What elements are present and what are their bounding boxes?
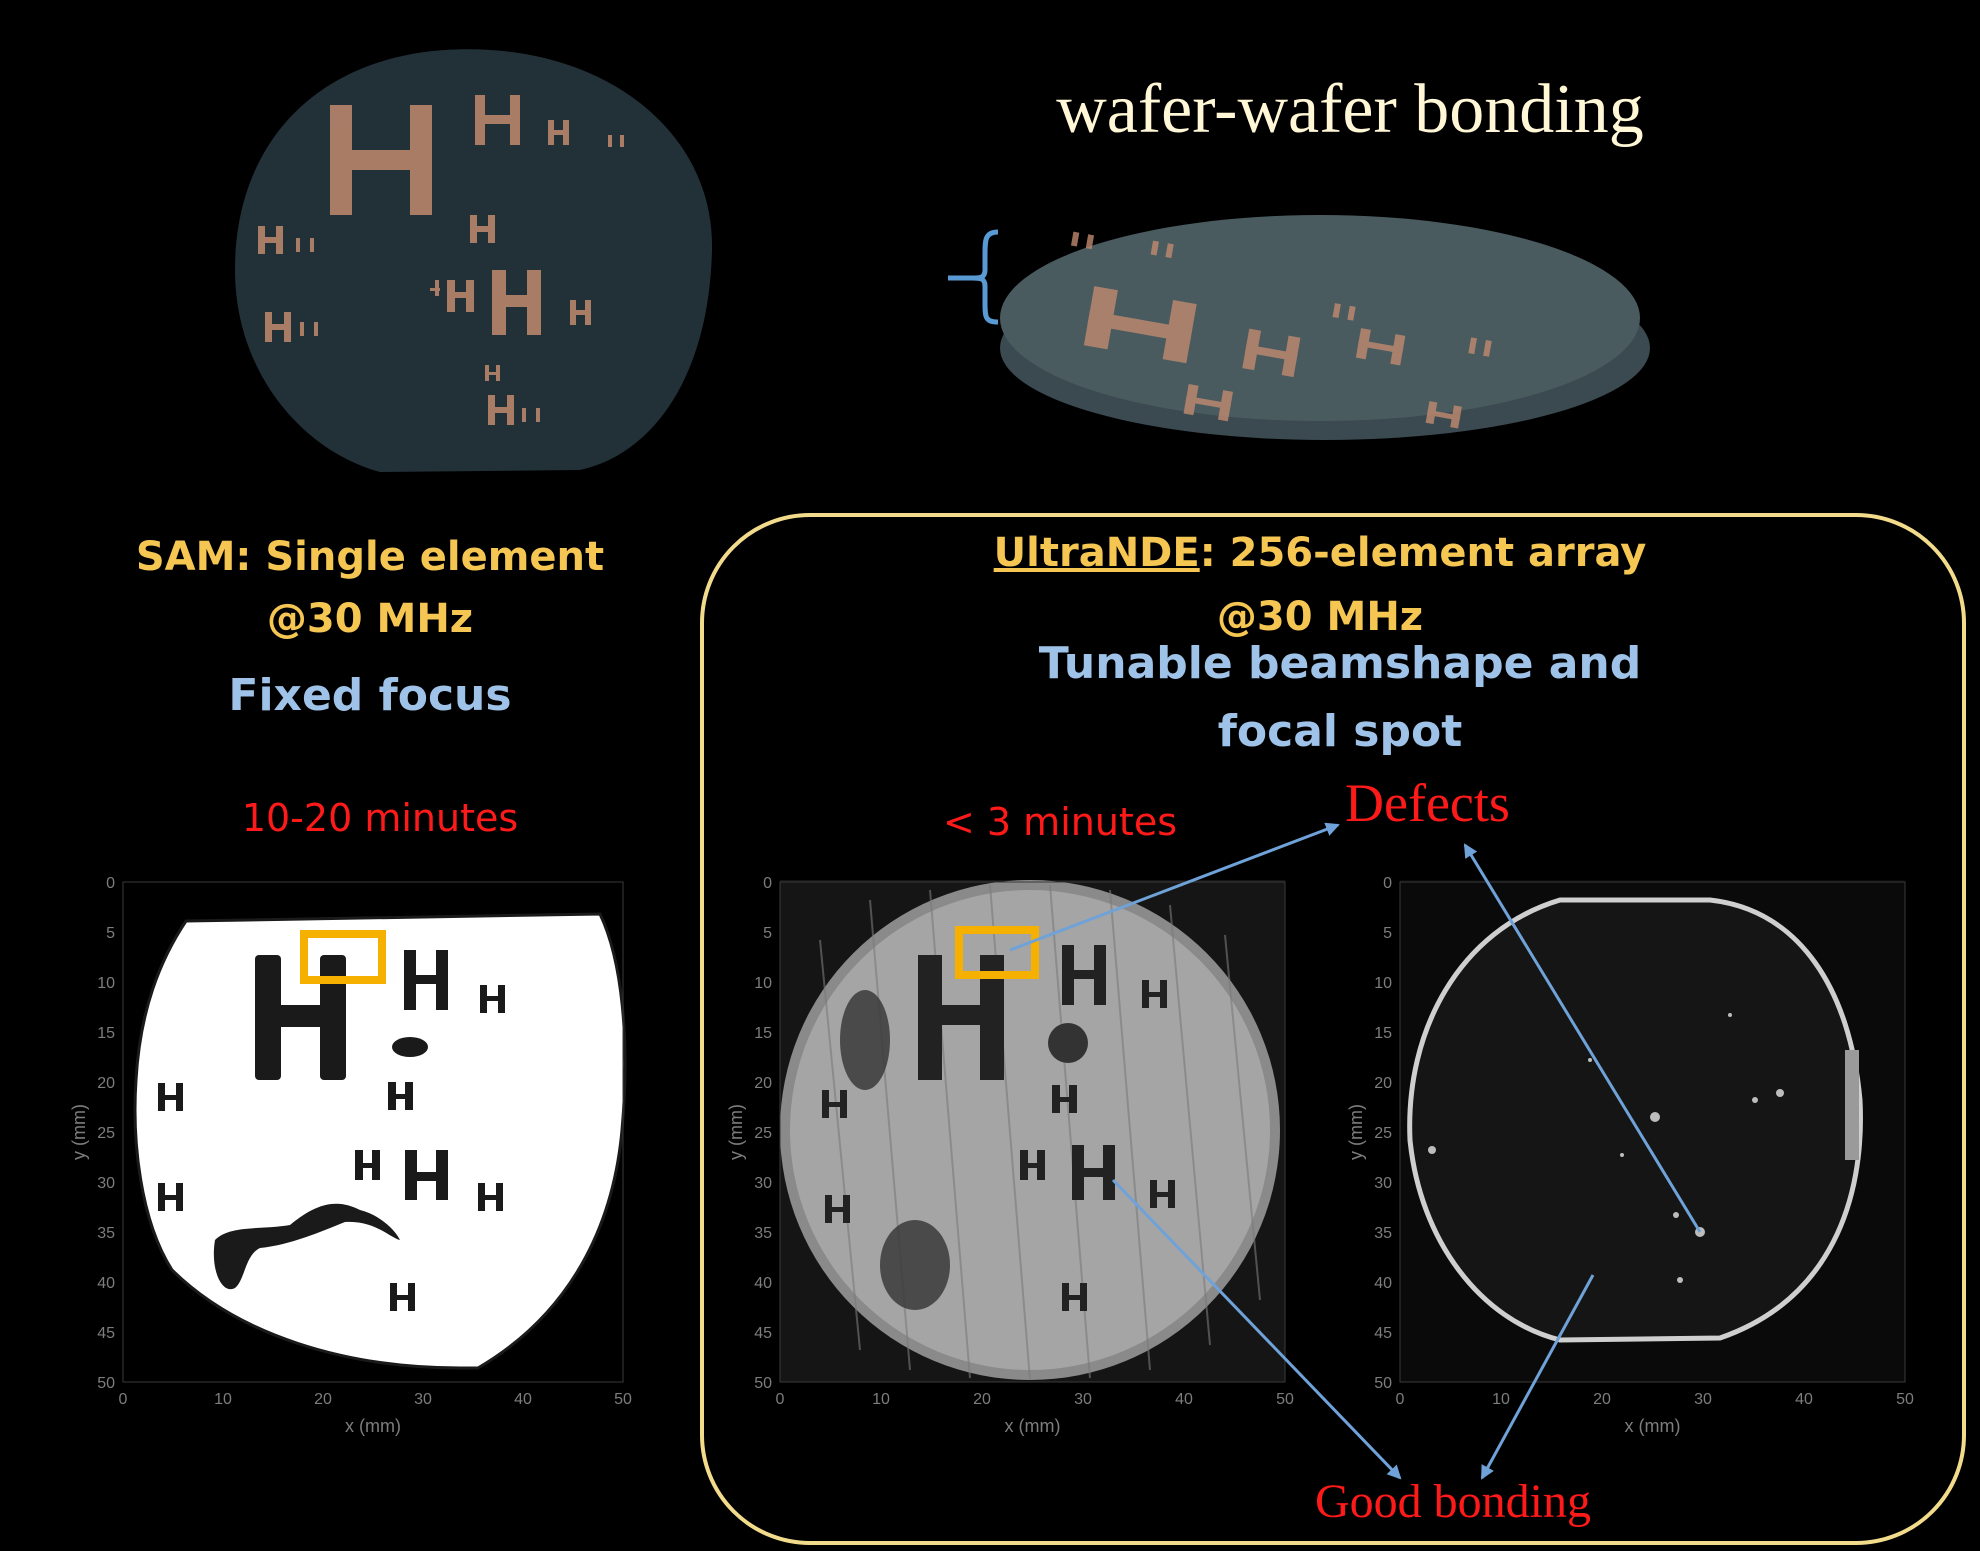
sam-y-label: y (mm) — [69, 1104, 89, 1160]
defect-map-y-tick: 50 — [1374, 1375, 1392, 1392]
defect-map-y-tick: 35 — [1374, 1225, 1392, 1242]
ultrande-title-rest: : 256-element array — [1199, 530, 1647, 576]
defect-map-x-tick: 40 — [1795, 1391, 1813, 1408]
sam-x-tick: 0 — [119, 1391, 128, 1408]
ultrande-scan-image — [780, 880, 1285, 1382]
ultrande-x-tick: 50 — [1276, 1391, 1294, 1408]
defect-map-x-tick: 50 — [1896, 1391, 1914, 1408]
ultrande-y-tick: 50 — [754, 1375, 772, 1392]
defect-map-y-tick: 5 — [1383, 925, 1392, 942]
sam-focus-label: Fixed focus — [228, 670, 512, 721]
ultrande-title-line2: @30 MHz — [1216, 594, 1424, 640]
defect-map-y-tick: 20 — [1374, 1075, 1392, 1092]
defect-map-x-tick: 10 — [1492, 1391, 1510, 1408]
ultrande-beam-line1: Tunable beamshape and — [1038, 638, 1642, 689]
defects-label: Defects — [1345, 773, 1510, 833]
sam-y-tick: 40 — [97, 1275, 115, 1292]
ultrande-y-tick: 20 — [754, 1075, 772, 1092]
sam-y-tick: 5 — [106, 925, 115, 942]
ultrande-y-tick: 5 — [763, 925, 772, 942]
sam-y-tick: 0 — [106, 875, 115, 892]
sam-y-tick: 30 — [97, 1175, 115, 1192]
sam-y-tick: 25 — [97, 1125, 115, 1142]
defect-map-y-tick: 10 — [1374, 975, 1392, 992]
defect-map-x-tick: 20 — [1593, 1391, 1611, 1408]
sam-x-tick: 50 — [614, 1391, 632, 1408]
defect-map-x-label: x (mm) — [1625, 1416, 1681, 1436]
sam-y-tick: 45 — [97, 1325, 115, 1342]
sam-y-tick: 50 — [97, 1375, 115, 1392]
ultrande-x-tick: 40 — [1175, 1391, 1193, 1408]
ultrande-y-tick: 45 — [754, 1325, 772, 1342]
sam-x-tick: 20 — [314, 1391, 332, 1408]
ultrande-x-tick: 20 — [973, 1391, 991, 1408]
ultrande-y-tick: 0 — [763, 875, 772, 892]
sam-y-tick: 20 — [97, 1075, 115, 1092]
defect-map-y-tick: 30 — [1374, 1175, 1392, 1192]
defect-map-y-tick: 45 — [1374, 1325, 1392, 1342]
sam-y-tick: 15 — [97, 1025, 115, 1042]
ultrande-y-tick: 35 — [754, 1225, 772, 1242]
sam-scan-image — [133, 912, 627, 1370]
good-bonding-label: Good bonding — [1315, 1475, 1591, 1528]
defect-map-y-label: y (mm) — [1346, 1104, 1366, 1160]
sam-axes-box — [122, 881, 624, 1383]
sam-x-tick: 40 — [514, 1391, 532, 1408]
sam-x-tick: 10 — [214, 1391, 232, 1408]
good-bonding-arrow-1 — [1111, 1178, 1402, 1480]
ultrande-y-tick: 25 — [754, 1125, 772, 1142]
ultrande-x-tick: 0 — [776, 1391, 785, 1408]
ultrande-time-label: < 3 minutes — [943, 800, 1177, 844]
defect-map-axes-box — [1399, 881, 1906, 1383]
ultrande-x-tick: 10 — [872, 1391, 890, 1408]
ultrande-axes-box — [779, 881, 1286, 1383]
defect-map-x-tick: 30 — [1694, 1391, 1712, 1408]
ultrande-frame — [700, 513, 1966, 1545]
defect-map-y-tick: 40 — [1374, 1275, 1392, 1292]
ultrande-x-tick: 30 — [1074, 1391, 1092, 1408]
ultrande-x-label: x (mm) — [1005, 1416, 1061, 1436]
defect-map-y-tick: 25 — [1374, 1125, 1392, 1142]
defect-map-y-tick: 15 — [1374, 1025, 1392, 1042]
ultrande-y-tick: 40 — [754, 1275, 772, 1292]
ultrande-name: UltraNDE — [993, 530, 1200, 576]
sam-title-line1: SAM: Single element — [135, 534, 605, 580]
defect-map-y-tick: 0 — [1383, 875, 1392, 892]
single-wafer-image — [235, 49, 713, 472]
sam-title-line2: @30 MHz — [266, 596, 474, 642]
sam-time-label: 10-20 minutes — [241, 796, 519, 840]
ultrande-y-tick: 10 — [754, 975, 772, 992]
ultrande-beam-line2: focal spot — [1217, 706, 1463, 757]
annotation-arrows — [1009, 822, 1702, 1480]
sam-x-label: x (mm) — [345, 1416, 401, 1436]
sam-x-tick: 30 — [414, 1391, 432, 1408]
page-title: wafer-wafer bonding — [1056, 71, 1644, 148]
ultrande-y-label: y (mm) — [726, 1104, 746, 1160]
defects-arrow-2 — [1463, 843, 1702, 1233]
good-bonding-arrow-2 — [1480, 1274, 1595, 1480]
ultrande-y-tick: 15 — [754, 1025, 772, 1042]
ultrande-y-tick: 30 — [754, 1175, 772, 1192]
sam-y-tick: 35 — [97, 1225, 115, 1242]
defect-map-x-tick: 0 — [1396, 1391, 1405, 1408]
defect-map-image — [1400, 880, 1905, 1382]
bonded-wafer-image — [948, 215, 1650, 440]
sam-y-tick: 10 — [97, 975, 115, 992]
defects-arrow-1 — [1009, 822, 1340, 952]
ultrande-title-line1: UltraNDE: 256-element array — [880, 530, 1760, 576]
